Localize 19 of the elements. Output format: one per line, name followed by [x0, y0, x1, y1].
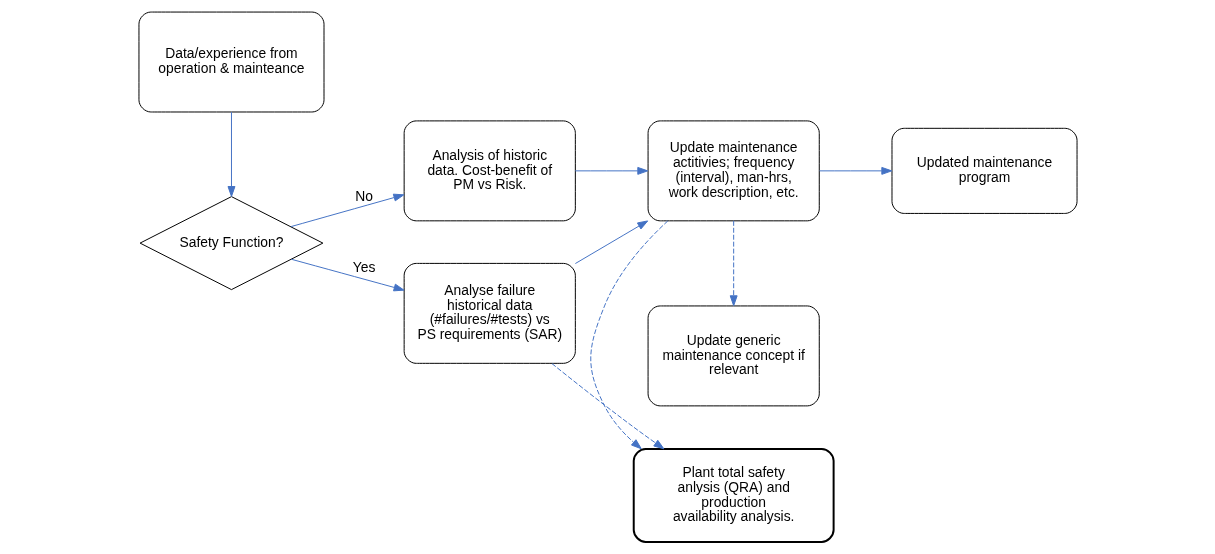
node-diamond: Safety Function? — [139, 196, 323, 291]
arrow — [227, 111, 235, 197]
edge-label: Yes — [352, 259, 375, 275]
node-box: Analyse failure historical data (#failures/#tests) vs PS requirements (SAR) — [403, 262, 576, 364]
node-box: Update maintenance actitivies; frequency (interval), man-hrs, work description, etc. — [647, 120, 820, 222]
arrow — [729, 220, 738, 307]
arrow — [574, 166, 648, 175]
node-box: Updated maintenance program — [891, 127, 1078, 214]
arrow — [589, 220, 668, 450]
arrow — [290, 258, 404, 292]
node-box: Data/experience from operation & mainteance — [137, 11, 324, 113]
arrow — [550, 363, 664, 450]
arrow — [289, 193, 404, 228]
node-box: Plant total safety anlysis (QRA) and production availability analysis. — [632, 447, 835, 543]
node-box: Update generic maintenance concept if relevant — [647, 305, 820, 407]
edge-label: No — [354, 187, 373, 204]
arrow — [818, 166, 892, 175]
node-box: Analysis of historic data. Cost-benefit of PM vs Risk. — [403, 120, 576, 222]
arrow — [574, 220, 648, 265]
